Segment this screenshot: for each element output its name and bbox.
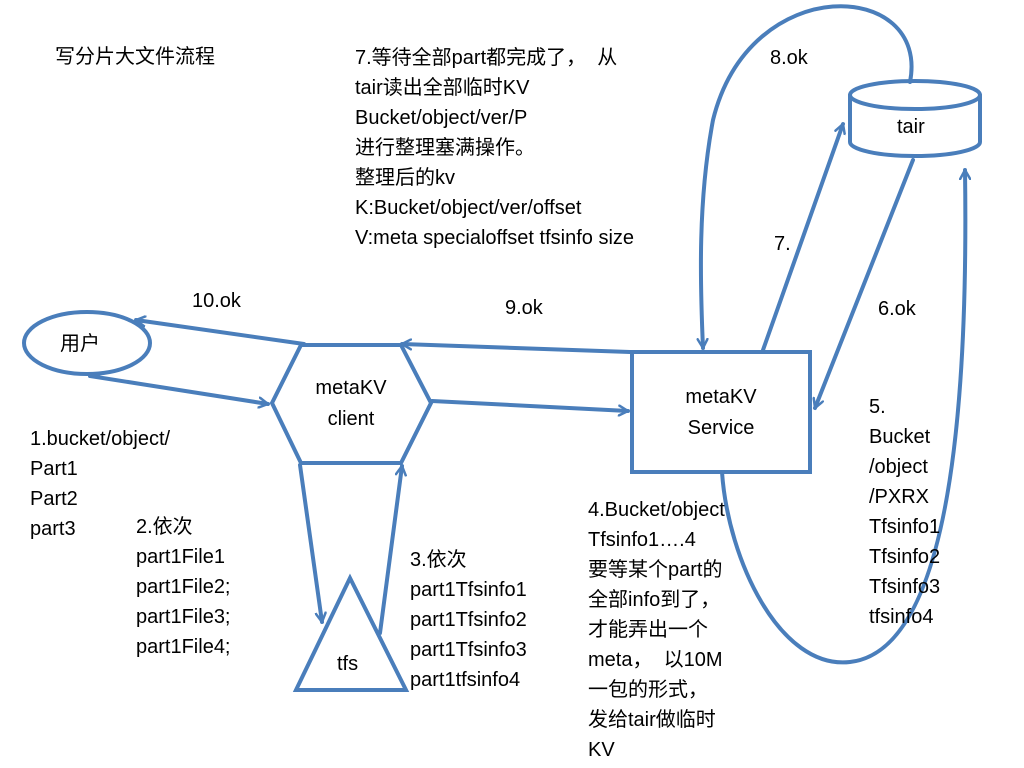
note-line: part1File1 [136,546,225,568]
note-line: tfsinfo4 [869,606,934,628]
tair-node [848,93,982,158]
note-line: /PXRX [869,486,930,508]
arrow-tair-to-service [815,158,915,410]
note-line: 1.bucket/object/ [30,428,171,450]
note-line: K:Bucket/object/ver/offset [355,197,582,219]
note-line: Part1 [30,458,78,480]
note-step2: 2.依次 part1File1 part1File2; part1File3; part… [136,512,231,662]
note-line: 才能弄出一个 [588,619,708,641]
edge-label-8ok: 8.ok [770,47,808,69]
note-line: 要等某个part的 [588,559,723,581]
edge-label-9ok: 9.ok [505,297,543,319]
arrow-service-to-tair-curve [720,168,965,665]
note-line: Tfsinfo2 [869,546,941,568]
note-line: Bucket/object/ver/P [355,107,528,129]
client-node [269,343,434,465]
tair-node-top [848,79,982,111]
note-line: part1Tfsinfo3 [410,639,527,661]
service-node [630,350,812,474]
note-line: 整理后的kv [355,167,455,189]
note-line: part1File2; [136,576,231,598]
note-line: meta， 以10M [588,649,723,671]
note-line: KV [588,739,615,761]
note-line: Bucket [869,426,931,448]
note-line: Tfsinfo3 [869,576,941,598]
arrow-user-to-client [88,374,270,404]
note-line: 7.等待全部part都完成了， 从 [355,47,618,69]
service-label-line1: metaKV [685,386,757,408]
page-title: 写分片大文件流程 [55,46,215,68]
arrow-service-to-client [400,344,632,354]
note-line: V:meta specialoffset tfsinfo size [355,227,635,249]
note-step7: 7.等待全部part都完成了， 从 tair读出全部临时KV Bucket/obje… [355,43,634,253]
edge-label-10ok: 10.ok [192,290,241,312]
note-step3: 3.依次 part1Tfsinfo1 part1Tfsinfo2 part1Tfsin… [410,545,527,695]
arrow-client-to-user [134,320,306,346]
note-line: /object [869,456,928,478]
note-line: tair读出全部临时KV [355,77,530,99]
arrow-tair-to-service-curve [701,4,914,350]
note-line: 5. [869,396,886,418]
note-line: 进行整理塞满操作。 [355,137,535,159]
tfs-label: tfs [337,653,359,675]
note-line: 4.Bucket/object [588,499,725,521]
edge-label-6ok: 6.ok [878,298,916,320]
tfs-node [292,573,410,692]
note-line: Tfsinfo1 [869,516,941,538]
note-line: 一包的形式， [588,679,708,701]
note-line: part1Tfsinfo1 [410,579,527,601]
note-line: part1File4; [136,636,231,658]
edge-label-7: 7. [774,233,791,255]
note-line: 3.依次 [410,549,467,571]
service-label-line2: Service [687,417,755,439]
client-label-line2: client [327,408,375,430]
note-line: Part2 [30,488,78,510]
note-line: part1tfsinfo4 [410,669,521,691]
user-label: 用户 [60,333,100,355]
arrow-client-to-tfs [298,463,322,624]
arrow-client-to-service [430,399,630,411]
tair-label: tair [897,116,925,138]
note-line: Tfsinfo1….4 [588,529,696,551]
note-line: 发给tair做临时 [588,709,716,731]
note-line: part1Tfsinfo2 [410,609,527,631]
arrow-service-to-tair [761,122,843,352]
note-line: 全部info到了， [588,589,721,611]
client-label-line1: metaKV [315,377,387,399]
arrow-tfs-to-client [378,464,402,635]
note-line: part3 [30,518,76,540]
note-line: part1File3; [136,606,231,628]
user-node [22,310,152,376]
note-line: 2.依次 [136,516,193,538]
